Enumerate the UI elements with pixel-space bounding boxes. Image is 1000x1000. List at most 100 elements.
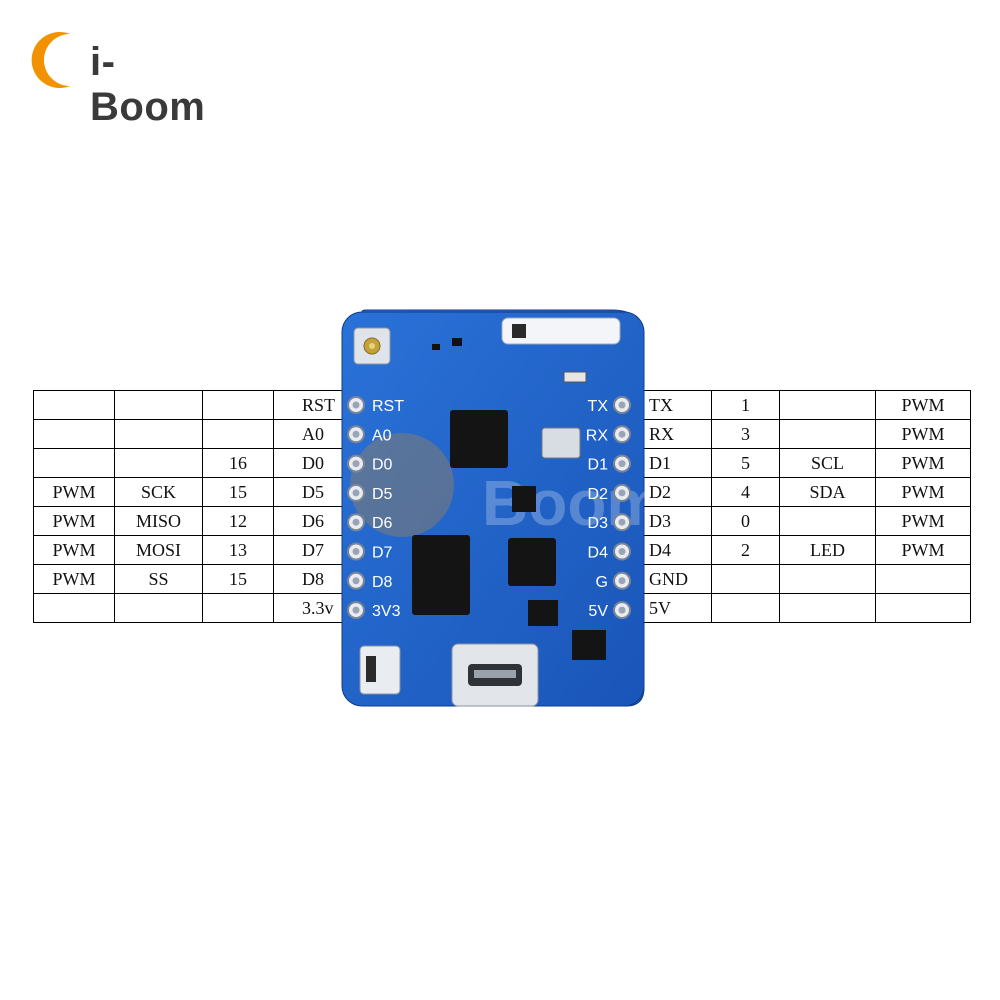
header-pad-hole — [352, 548, 360, 555]
right-table-cell — [779, 390, 876, 420]
left-table-cell — [202, 593, 274, 623]
left-table-cell — [114, 390, 203, 420]
header-pad-hole — [618, 518, 626, 526]
right-table-cell — [779, 593, 876, 623]
usb-serial-chip — [450, 410, 508, 468]
right-table-cell: SCL — [779, 448, 876, 478]
left-table-cell: MOSI — [114, 535, 203, 565]
left-table-cell: PWM — [33, 564, 115, 594]
brand-name: i-Boom — [90, 40, 206, 129]
header-pin-label: RX — [586, 427, 609, 444]
header-pad-hole — [618, 606, 626, 614]
right-table-cell: RX — [638, 419, 712, 449]
left-table-cell: MISO — [114, 506, 203, 536]
left-table-cell: 12 — [202, 506, 274, 536]
regulator-chip — [512, 486, 536, 512]
watermark-circle — [350, 433, 454, 537]
left-table-cell: SS — [114, 564, 203, 594]
right-table-cell: 3 — [711, 419, 780, 449]
right-table-cell — [711, 564, 780, 594]
header-pin-label: 3V3 — [372, 603, 401, 620]
right-table-cell — [779, 506, 876, 536]
left-table-row: A0 — [33, 419, 371, 449]
header-pin-label: D2 — [588, 486, 609, 503]
header-pin-label: TX — [588, 398, 609, 415]
left-table-cell — [202, 390, 274, 420]
right-table-cell — [875, 593, 971, 623]
small-ic — [528, 600, 558, 626]
left-table-cell: 16 — [202, 448, 274, 478]
header-pad-hole — [618, 430, 626, 438]
right-table-cell: D4 — [638, 535, 712, 565]
header-pad-hole — [352, 489, 360, 497]
header-pin-label: D8 — [372, 574, 393, 591]
right-table-cell — [711, 593, 780, 623]
right-table-cell: GND — [638, 564, 712, 594]
right-table-cell — [875, 564, 971, 594]
left-table-cell — [114, 419, 203, 449]
header-pin-label: D6 — [372, 515, 393, 532]
left-table-cell — [33, 593, 115, 623]
left-table-cell: 15 — [202, 564, 274, 594]
left-table-cell — [33, 390, 115, 420]
power-ic — [572, 630, 606, 660]
right-table-cell: 1 — [711, 390, 780, 420]
right-table-cell — [779, 419, 876, 449]
header-pin-label: D3 — [588, 515, 609, 532]
right-table-cell: D2 — [638, 477, 712, 507]
right-table-cell: PWM — [875, 419, 971, 449]
left-table-cell — [33, 448, 115, 478]
crystal — [541, 427, 581, 459]
header-pad-hole — [352, 606, 360, 614]
right-table-cell: 5 — [711, 448, 780, 478]
header-pin-label: D5 — [372, 486, 393, 503]
right-table-row: 5V — [638, 593, 971, 623]
left-table-cell: PWM — [33, 477, 115, 507]
left-table-cell: 13 — [202, 535, 274, 565]
right-table-cell: PWM — [875, 448, 971, 478]
header-pad-hole — [352, 577, 360, 585]
left-table-cell: PWM — [33, 506, 115, 536]
header-pin-label: D7 — [372, 545, 393, 562]
right-table-cell: 4 — [711, 477, 780, 507]
right-table-cell: 5V — [638, 593, 712, 623]
header-pin-label: A0 — [372, 427, 392, 444]
right-table-cell: PWM — [875, 535, 971, 565]
header-pad-hole — [352, 518, 360, 526]
right-table-cell: PWM — [875, 506, 971, 536]
right-table-cell: PWM — [875, 390, 971, 420]
top-switch — [501, 317, 621, 345]
esp-chip — [508, 538, 556, 586]
left-table-cell — [114, 593, 203, 623]
header-pad-hole — [618, 577, 626, 585]
right-table-cell: PWM — [875, 477, 971, 507]
header-pin-label: G — [596, 574, 608, 591]
header-pin-label: D4 — [588, 545, 609, 562]
header-pad-hole — [618, 489, 626, 497]
logo-arc-icon — [31, 32, 70, 88]
left-table-row: RST — [33, 390, 371, 420]
header-pad-hole — [618, 460, 626, 468]
left-table-cell: 15 — [202, 477, 274, 507]
header-pin-label: D0 — [372, 457, 393, 474]
left-table-cell: SCK — [114, 477, 203, 507]
header-pad-hole — [352, 401, 360, 409]
right-table-cell: 2 — [711, 535, 780, 565]
left-table-cell: PWM — [33, 535, 115, 565]
header-pad-hole — [352, 460, 360, 468]
flash-chip — [412, 535, 470, 615]
header-pad-hole — [352, 430, 360, 438]
right-table-cell — [779, 564, 876, 594]
right-table-row: GND — [638, 564, 971, 594]
